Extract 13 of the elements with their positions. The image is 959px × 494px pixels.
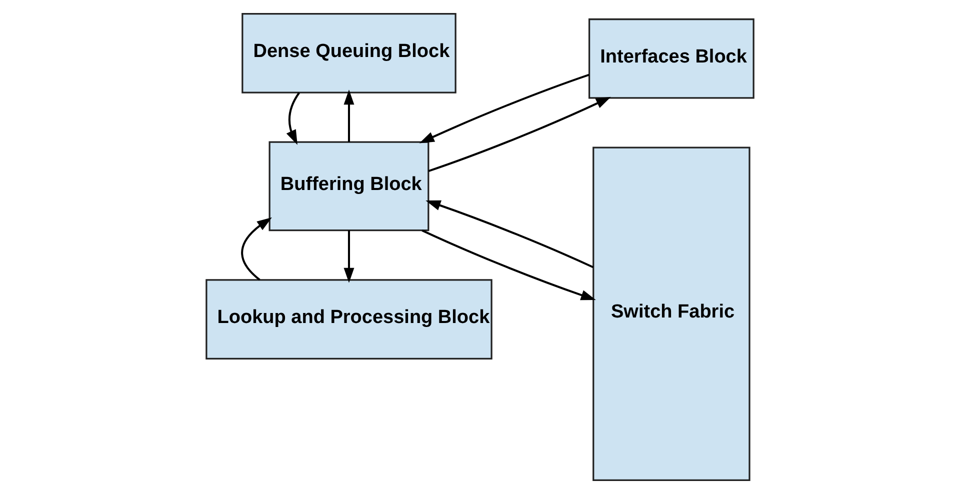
arrow — [240, 217, 272, 281]
arrow — [286, 92, 300, 145]
arrow — [343, 230, 354, 283]
arrow — [421, 230, 596, 300]
node-box: Switch Fabric — [592, 146, 750, 481]
node-box: Interfaces Block — [588, 18, 754, 99]
node-box: Dense Queuing Block — [241, 13, 456, 94]
node-box: Buffering Block — [268, 141, 429, 232]
arrow — [343, 90, 354, 142]
node-box: Lookup and Processing Block — [205, 279, 492, 360]
arrow — [418, 74, 589, 144]
arrow — [428, 96, 610, 172]
arrow — [425, 200, 594, 268]
